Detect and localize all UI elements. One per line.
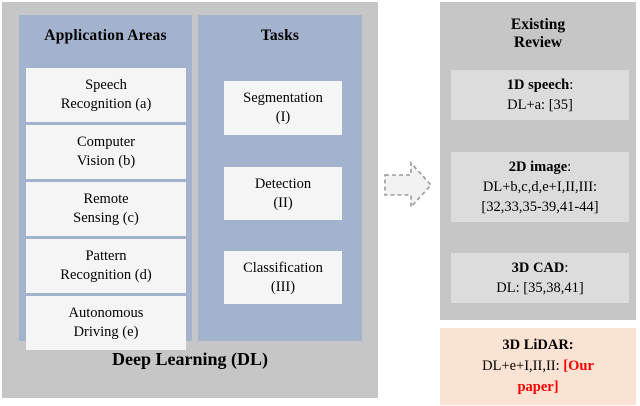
existing-review-title-line-1: Existing xyxy=(510,16,566,33)
review-entry-2d-image[interactable]: 2D image: DL+b,c,d,e+I,II,III: [32,33,35… xyxy=(451,152,629,222)
application-areas-column: Application Areas Speech Recognition (a)… xyxy=(19,15,192,350)
application-areas-heading: Application Areas xyxy=(44,27,167,44)
review-entry-label: 1D speech: xyxy=(506,77,574,93)
task-item[interactable]: Classification (III) xyxy=(224,251,342,304)
item-line-1: Segmentation xyxy=(243,90,323,106)
review-entry-label: 3D CAD: xyxy=(511,260,569,276)
lidar-body-prefix: DL+e+I,II,II: xyxy=(482,358,564,374)
item-line-1: Computer xyxy=(77,134,135,150)
review-entry-body: DL+a: [35] xyxy=(507,97,573,113)
application-area-item[interactable]: Remote Sensing (c) xyxy=(26,182,186,236)
task-item[interactable]: Segmentation (I) xyxy=(224,81,342,135)
item-line-1: Pattern xyxy=(85,248,127,264)
deep-learning-container: Application Areas Speech Recognition (a)… xyxy=(2,2,378,398)
deep-learning-caption: Deep Learning (DL) xyxy=(112,349,268,369)
item-line-1: Detection xyxy=(254,175,312,192)
item-line-2: Recognition (a) xyxy=(60,96,152,112)
our-paper-tag-line-2: paper] xyxy=(517,379,559,395)
review-entry-label: 2D image: xyxy=(508,159,572,175)
review-entry-body-line-2: [32,33,35-39,41-44] xyxy=(481,199,599,215)
review-entry-body-line-1: DL+b,c,d,e+I,II,III: xyxy=(482,179,598,195)
application-area-item[interactable]: Autonomous Driving (e) xyxy=(26,296,186,350)
item-line-2: Vision (b) xyxy=(76,153,136,169)
existing-review-title: Existing Review xyxy=(440,16,636,52)
review-entry-1d-speech[interactable]: 1D speech: DL+a: [35] xyxy=(451,70,629,120)
application-area-item[interactable]: Pattern Recognition (d) xyxy=(26,239,186,293)
existing-review-title-line-2: Review xyxy=(513,34,563,51)
item-line-2: (III) xyxy=(270,278,296,295)
tasks-heading: Tasks xyxy=(260,27,300,44)
our-paper-tag-line-1: [Our xyxy=(563,358,594,374)
existing-review-container: Existing Review 1D speech: DL+a: [35] 2D… xyxy=(440,2,636,320)
item-line-2: Recognition (d) xyxy=(60,267,152,283)
lidar-body: DL+e+I,II,II: [Our xyxy=(482,356,594,377)
item-line-2: Driving (e) xyxy=(73,324,139,340)
lidar-label: 3D LiDAR: xyxy=(502,337,574,353)
item-line-2: (I) xyxy=(275,109,291,125)
item-line-2: Sensing (c) xyxy=(73,210,139,226)
review-entry-body: DL: [35,38,41] xyxy=(496,280,584,296)
dashed-right-arrow-icon xyxy=(382,158,434,212)
item-line-1: Classification xyxy=(243,259,323,276)
review-entry-3d-lidar-highlight[interactable]: 3D LiDAR: DL+e+I,II,II: [Our paper] xyxy=(440,328,636,405)
tasks-column: Tasks Segmentation (I) Detection (II) Cl… xyxy=(198,15,362,341)
item-line-1: Autonomous xyxy=(68,305,144,321)
review-entry-3d-cad[interactable]: 3D CAD: DL: [35,38,41] xyxy=(451,253,629,303)
item-line-2: (II) xyxy=(273,194,293,211)
item-line-1: Remote xyxy=(83,191,129,207)
task-item[interactable]: Detection (II) xyxy=(224,167,342,220)
application-area-item[interactable]: Computer Vision (b) xyxy=(26,125,186,179)
application-area-item[interactable]: Speech Recognition (a) xyxy=(26,68,186,122)
item-line-1: Speech xyxy=(85,77,127,93)
